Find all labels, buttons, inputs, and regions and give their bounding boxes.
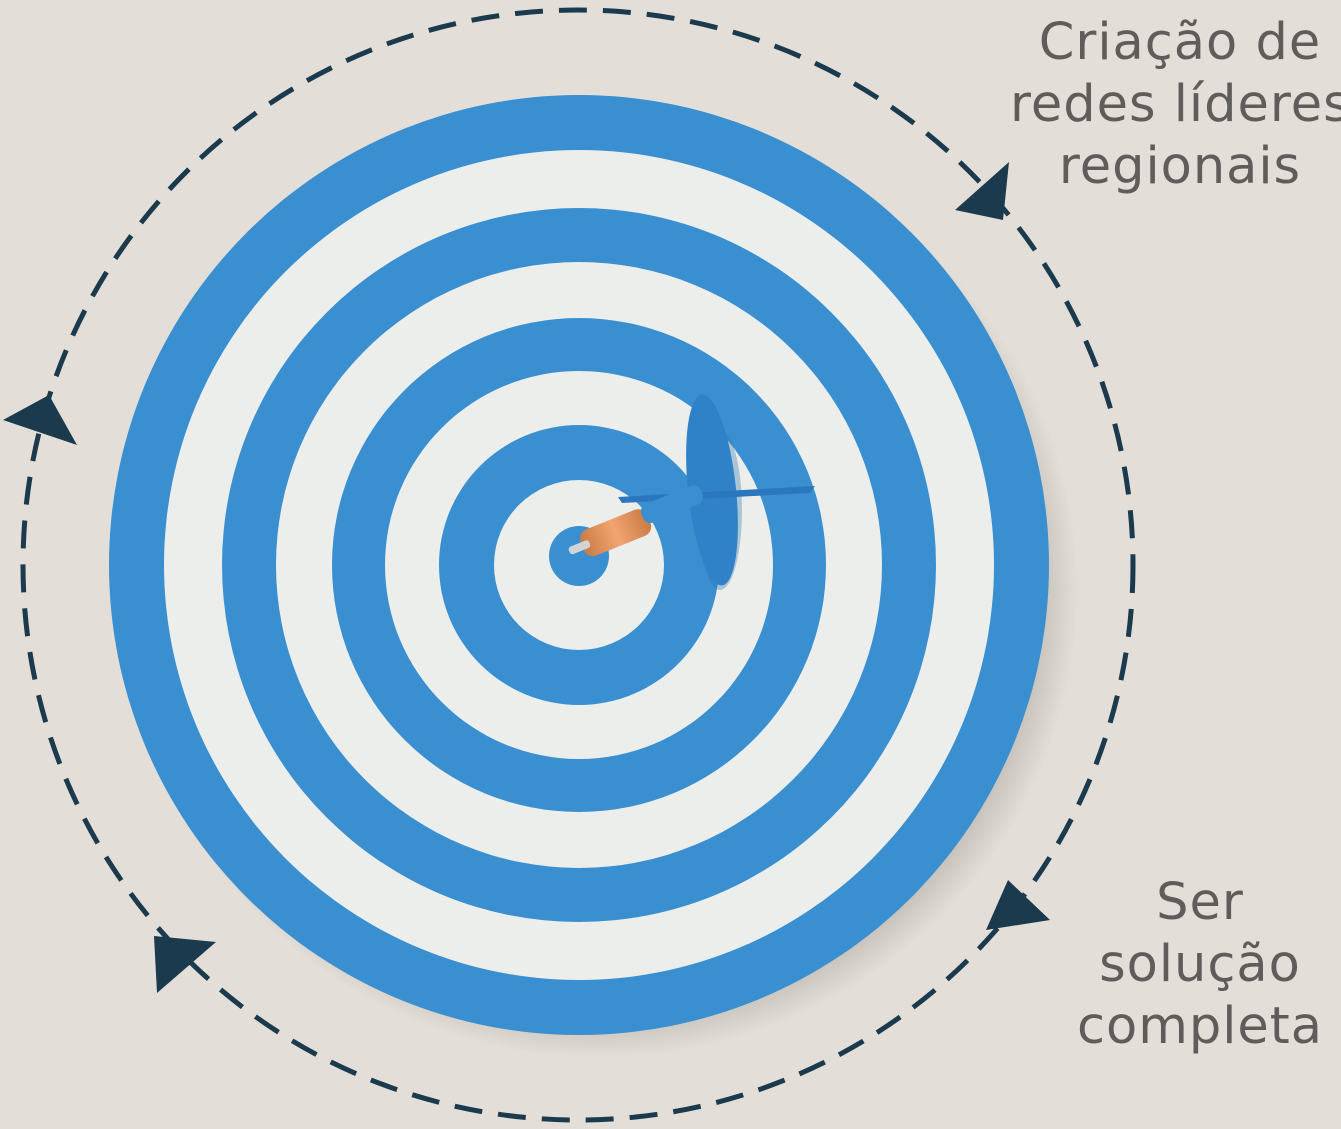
arrow-head-bottom-left [154, 936, 216, 993]
arrow-head-bottom-right [986, 880, 1050, 930]
label-regional-leader-networks: Criação de redes líderes regionais [1010, 12, 1341, 198]
label-top-line-3: regionais [1058, 137, 1302, 196]
arrow-head-left [3, 395, 77, 445]
label-bottom-line-3: completa [1076, 997, 1324, 1056]
dart-flight-vertical [686, 394, 738, 586]
label-top-line-2: redes líderes [1010, 75, 1341, 134]
dart-in-bullseye [568, 394, 815, 590]
label-complete-solution: Ser solução completa [1060, 872, 1340, 1058]
dartboard-target [109, 95, 1049, 1035]
arrow-head-top-right [955, 162, 1009, 220]
dashed-cycle [20, 7, 1136, 1123]
label-top-line-1: Criação de [1038, 13, 1322, 72]
dart-barrel [640, 485, 703, 523]
dart-tip [568, 540, 591, 555]
label-bottom-line-1: Ser [1156, 873, 1244, 932]
label-bottom-line-2: solução [1099, 935, 1301, 994]
dart-shaft [579, 509, 652, 557]
